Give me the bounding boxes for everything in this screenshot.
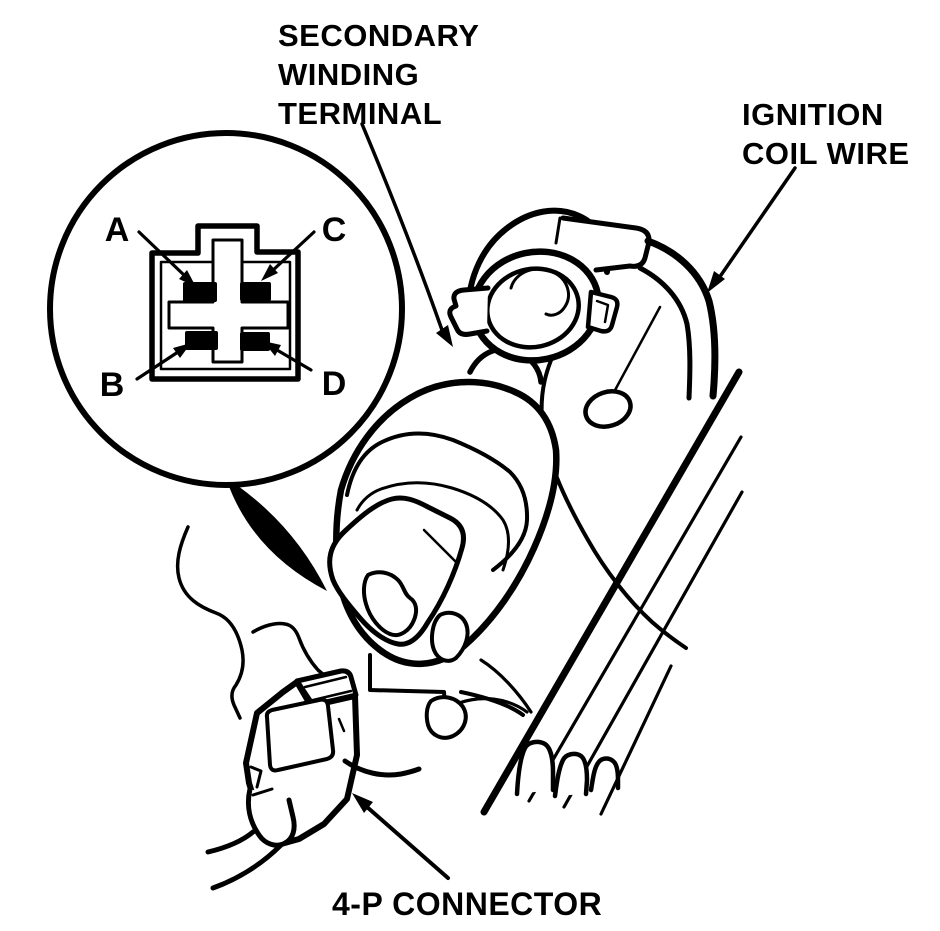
ignition-coil-top xyxy=(447,207,719,401)
boot-clip-right xyxy=(585,289,620,334)
callout-labels: SECONDARY WINDING TERMINAL IGNITION COIL… xyxy=(278,18,910,922)
manifold-rib-line-1 xyxy=(480,368,743,816)
four-p-connector-plug xyxy=(205,668,422,891)
secondary-winding-terminal-label-line2: WINDING xyxy=(278,57,419,92)
rib-bump-2 xyxy=(552,751,590,799)
pin-b-arrowhead xyxy=(173,343,191,358)
pin-b-label: B xyxy=(100,366,125,404)
pin-a-arrowhead xyxy=(179,270,196,287)
engine-background-right xyxy=(480,305,744,816)
bolt-boss-ellipse xyxy=(583,389,633,429)
pin-a xyxy=(183,282,217,302)
pin-a-label: A xyxy=(105,211,130,249)
plug-face-tick xyxy=(337,717,346,733)
pin-b-arrow-line xyxy=(135,350,180,381)
boot-clip-right-inner-line xyxy=(595,299,610,324)
manifold-rib-line-3 xyxy=(562,490,744,809)
connector-face-inner-line xyxy=(159,260,292,371)
pin-d-arrowhead xyxy=(263,341,281,356)
pin-b xyxy=(185,331,218,350)
plug-face xyxy=(264,697,336,773)
four-p-connector-arrow-line xyxy=(365,805,450,880)
bracket-top-line xyxy=(251,621,333,683)
four-p-connector-label: 4-P CONNECTOR xyxy=(332,886,602,922)
boot-swirl-line xyxy=(509,267,570,317)
secondary-winding-terminal-label-line3: TERMINAL xyxy=(278,96,442,131)
plug-right-curve xyxy=(342,758,422,778)
rib-bump-3 xyxy=(588,756,621,793)
pin-d-arrow-line xyxy=(275,348,313,372)
four-p-connector-arrowhead xyxy=(352,793,373,813)
nose-seam-line xyxy=(554,216,562,245)
plug-wire-1 xyxy=(205,829,256,855)
plug-wire-2 xyxy=(210,842,284,891)
pin-d-label: D xyxy=(322,365,347,403)
pin-c-arrow-line xyxy=(269,230,316,274)
callout-arrows xyxy=(352,122,797,880)
pin-a-arrow-line xyxy=(137,230,187,278)
coil-body-ridge-2 xyxy=(345,431,530,572)
pin-d xyxy=(240,332,270,351)
socket-latch-notch xyxy=(361,570,419,637)
ignition-coil-wire-arrow-line xyxy=(717,166,797,280)
harness-curve-1 xyxy=(479,658,533,714)
bolt-leader-line xyxy=(612,305,662,394)
coil-wire-inner-edge xyxy=(637,265,693,401)
latch-tab-blob xyxy=(430,610,470,663)
shadow-swoosh xyxy=(227,481,327,591)
plug-side-step xyxy=(249,765,263,789)
ignition-coil-wire-label-line2: COIL WIRE xyxy=(742,136,910,171)
pin-c xyxy=(240,282,271,301)
ignition-coil-wire-label-line1: IGNITION xyxy=(742,97,884,132)
coil-body-ridge-3 xyxy=(355,481,510,572)
coil-stay-bracket xyxy=(368,653,533,740)
plug-tongue-line-1 xyxy=(303,675,348,689)
coil-wire-outer-edge xyxy=(644,237,719,400)
manifold-rib-line-2 xyxy=(527,435,743,803)
ignition-coil-body xyxy=(327,378,560,667)
secondary-winding-terminal-arrowhead xyxy=(436,325,453,347)
secondary-winding-terminal-arrow-line xyxy=(360,122,444,332)
engine-edge-curve xyxy=(539,338,688,650)
rib-bump-1 xyxy=(514,739,556,797)
ignition-coil-wire-arrowhead xyxy=(707,271,725,293)
engine-background-left xyxy=(175,525,333,720)
bracket-edge-wavy-line xyxy=(175,525,245,720)
pin-c-label: C xyxy=(322,211,347,249)
connector-key-cross xyxy=(167,238,290,364)
stay-edge-2 xyxy=(459,690,525,717)
harness-curve-2 xyxy=(457,697,529,714)
socket-highlight-line xyxy=(422,528,458,564)
plug-snout-cap-line xyxy=(251,787,274,797)
pinout-inset: A C B D xyxy=(47,130,405,488)
secondary-winding-terminal-label-line1: SECONDARY xyxy=(278,18,479,53)
boot-clip-left xyxy=(447,285,491,337)
plug-snout xyxy=(245,786,297,848)
manifold-rib-line-4 xyxy=(599,664,673,816)
grommet-blob xyxy=(424,695,468,740)
terminal-nose xyxy=(560,215,652,273)
pin-c-arrowhead xyxy=(261,264,278,281)
